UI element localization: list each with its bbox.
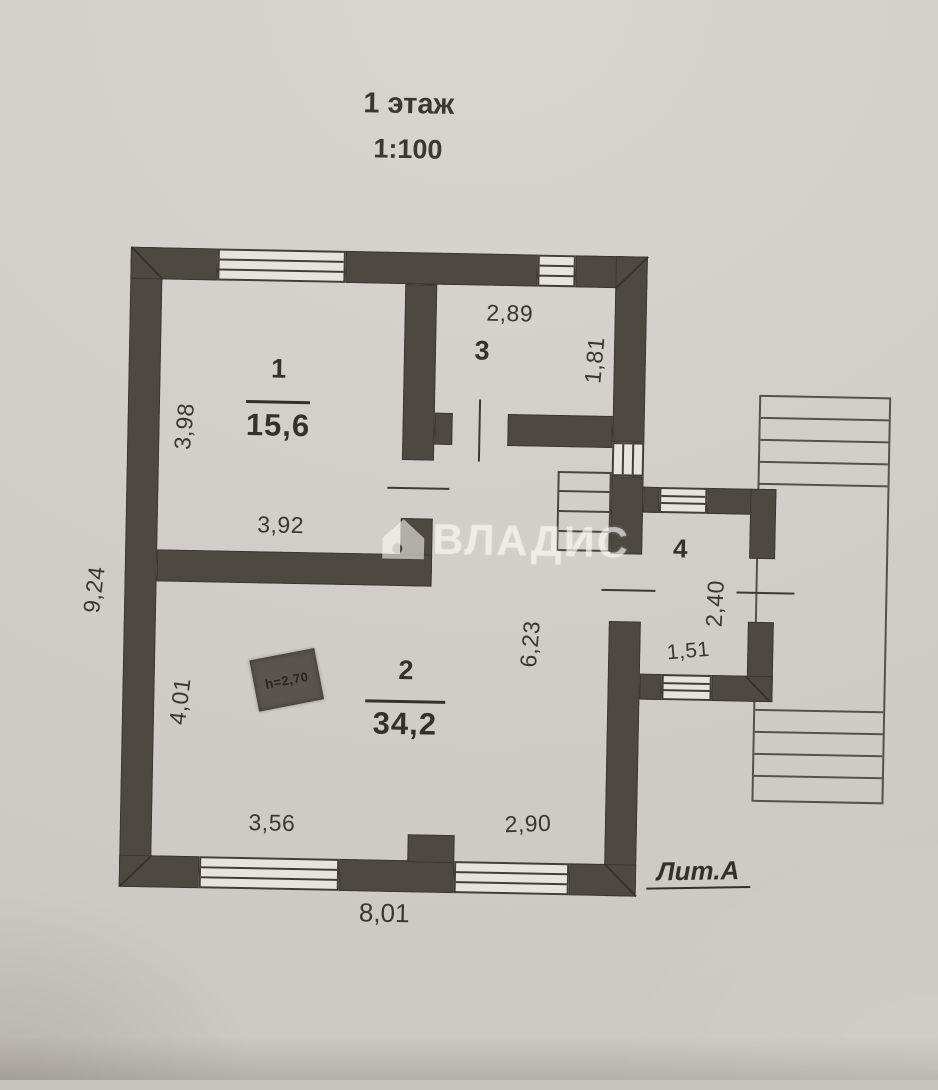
window-room1-top [217, 248, 346, 283]
porch-step-line [759, 460, 888, 466]
wall-bottom-segment [568, 863, 637, 897]
wall-right-segment [603, 621, 641, 897]
porch-step-line [753, 774, 882, 780]
room-2-fraction-line [365, 699, 446, 704]
dim-room1-left: 3,98 [169, 401, 200, 451]
porch-step-line [755, 708, 884, 714]
window-bottom-right [453, 861, 570, 896]
door-tick-room1 [387, 486, 450, 490]
dim-bottom-total: 8,01 [358, 897, 410, 929]
porch-step-line [759, 482, 888, 488]
house-icon [382, 519, 425, 560]
room-2-area: 34,2 [372, 705, 438, 742]
watermark: ВЛАДИС [378, 510, 630, 573]
door-tick-room3 [477, 399, 482, 462]
window-room4-top [658, 486, 708, 514]
partition-room1-vertical [401, 284, 438, 461]
annex-wall-bottom [711, 675, 773, 703]
porch-outline [751, 394, 892, 805]
annex-wall-bottom [639, 673, 662, 701]
porch-step-line [760, 438, 889, 444]
dim-room1-bottom: 3,92 [257, 511, 305, 539]
room-2-number: 2 [398, 654, 414, 686]
watermark-text: ВЛАДИС [431, 515, 631, 567]
wall-bottom-segment [118, 854, 200, 889]
dim-room2-mid: 6,23 [514, 619, 545, 669]
door-tick-room4-left [601, 588, 656, 592]
scale-label: 1:100 [373, 133, 443, 165]
room-4-number: 4 [672, 533, 688, 564]
wall-top-segment [130, 246, 218, 281]
wall-top-segment [345, 250, 538, 287]
partition-room3-bottom [434, 412, 453, 445]
height-stamp: h=2,70 [249, 648, 324, 712]
litera-label: Лит.А [645, 854, 751, 890]
dim-window-right: 2,90 [504, 809, 552, 838]
room-1-fraction-line [245, 400, 311, 405]
porch-step-line [754, 752, 883, 758]
room-1-area: 15,6 [245, 407, 311, 444]
dim-room3-right: 1,81 [579, 335, 610, 385]
dim-room3-top: 2,89 [486, 299, 534, 327]
dim-window-left: 3,56 [248, 809, 296, 837]
porch-step-line [760, 416, 889, 422]
room-1-number: 1 [270, 353, 287, 384]
wall-bottom-pier [338, 858, 455, 894]
partition-room3-bottom [507, 414, 613, 449]
window-room4-bottom [661, 674, 712, 702]
dim-room2-left: 4,01 [163, 676, 196, 727]
annex-wall-right [749, 488, 777, 560]
annex-wall-top [642, 486, 660, 513]
stair-tread-line [559, 490, 610, 494]
floor-title: 1 этаж [363, 87, 455, 121]
dim-left-total: 9,24 [78, 564, 110, 615]
porch-step-line [754, 730, 883, 736]
room-3-number: 3 [474, 335, 490, 366]
window-room3-top [537, 254, 576, 288]
stove-ledge [407, 834, 455, 864]
window-corridor-right [611, 442, 645, 477]
window-bottom-left [198, 856, 340, 891]
dim-room4-right: 2,40 [700, 579, 729, 628]
